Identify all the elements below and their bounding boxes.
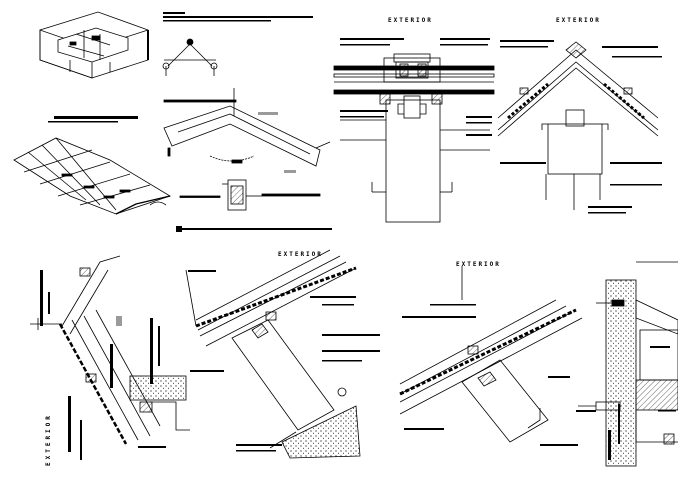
scale-bar	[176, 228, 332, 230]
exterior-label: EXTERIOR	[456, 261, 501, 268]
caption-bar	[48, 121, 118, 123]
isometric-skylight-box	[39, 11, 149, 79]
sloped-mullion-section	[185, 249, 361, 459]
isometric-sloped-glazing	[13, 137, 171, 215]
exterior-label: EXTERIOR	[388, 17, 433, 24]
eave-section	[30, 255, 190, 445]
scale-bar-tick	[176, 226, 182, 232]
title-block-bars	[163, 12, 313, 22]
exterior-label: EXTERIOR	[278, 251, 323, 258]
mullion-profile-detail	[179, 179, 321, 211]
ridge-section	[497, 41, 659, 210]
dimension-bars	[40, 270, 166, 460]
leader-text-bars	[402, 304, 596, 446]
exterior-label: EXTERIOR	[556, 17, 601, 24]
connector-detail-icon	[162, 38, 218, 76]
leader-text-bars	[188, 270, 380, 452]
caption-bar	[54, 116, 138, 119]
dimension-bars	[608, 346, 676, 460]
mullion-vertical-section	[333, 53, 495, 223]
glazing-bar-section	[399, 266, 583, 443]
leader-text-bars	[500, 40, 662, 214]
leader-text-bars	[340, 38, 492, 136]
exterior-vertical-label: EXTERIOR	[45, 413, 52, 466]
wall-anchor-section	[578, 261, 678, 467]
ridge-section-plan	[163, 88, 331, 173]
